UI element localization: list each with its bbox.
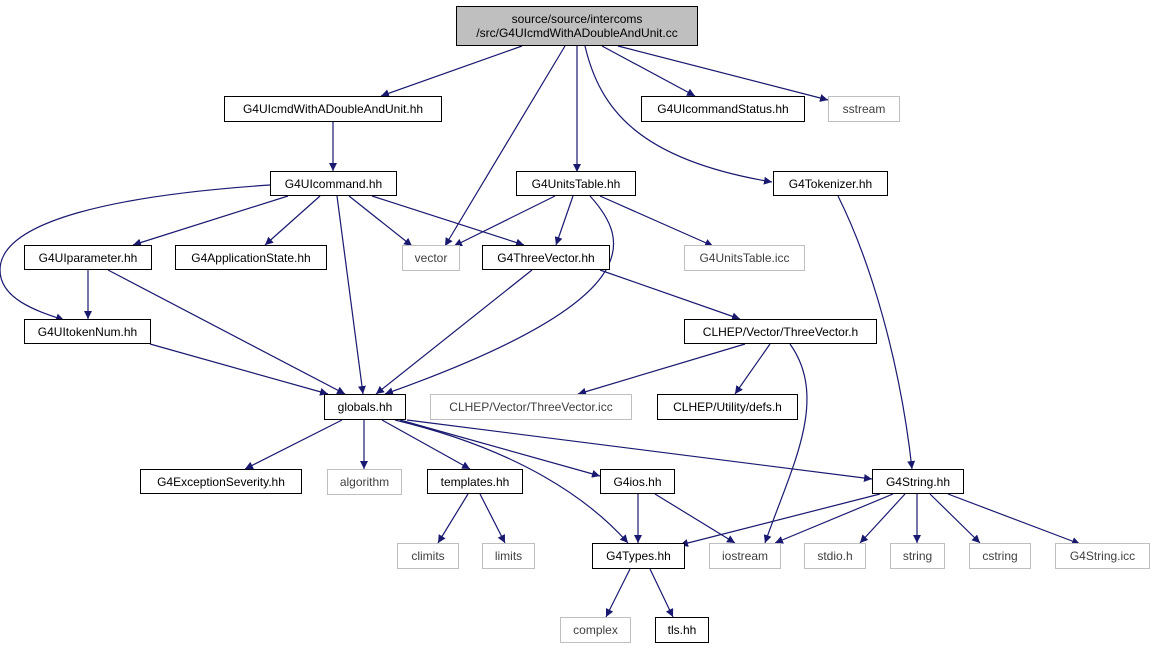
node-g4string-icc: G4String.icc [1055, 543, 1150, 569]
edge-g4string-to-cstring [929, 493, 981, 544]
edge-globals-to-g4exceptionseverity [244, 419, 343, 470]
edge-g4tokenizer-to-g4string [837, 195, 916, 470]
node-string: string [890, 543, 945, 569]
edge-g4string-to-g4string-icc [947, 493, 1081, 545]
edge-g4types-to-complex [605, 568, 631, 618]
node-g4exceptionseverity-hh[interactable]: G4ExceptionSeverity.hh [140, 469, 302, 494]
edge-g4uicommand-to-g4uiparameter [132, 195, 289, 247]
edge-g4uicommand-to-globals [336, 195, 366, 395]
edge-clhep-threevector-to-iostream [763, 343, 808, 544]
root-path-line1: source/source/intercoms [511, 12, 643, 26]
edge-globals-to-g4ios [399, 419, 601, 478]
edge-g4unitstable-to-vector [453, 195, 556, 247]
edge-g4ios-to-iostream [654, 493, 736, 544]
node-complex: complex [560, 617, 631, 643]
node-cstring: cstring [969, 543, 1031, 569]
edge-globals-to-g4string [406, 419, 873, 482]
node-g4uicommand-hh[interactable]: G4UIcommand.hh [270, 171, 397, 196]
node-tls-hh[interactable]: tls.hh [655, 617, 709, 643]
node-g4ios-hh[interactable]: G4ios.hh [600, 469, 675, 494]
edge-clhep-threevector-to-clhep-defs [734, 343, 771, 395]
edge-root-to-vector [444, 45, 566, 247]
edge-root-to-g4tokenizer [584, 45, 773, 185]
edge-templates-to-limits [479, 493, 506, 544]
node-globals-hh[interactable]: globals.hh [324, 394, 406, 420]
edge-g4types-to-tls [649, 568, 674, 618]
node-vector: vector [402, 245, 460, 271]
node-sstream: sstream [828, 96, 900, 122]
edge-root-to-g4uicmdwithadoubleandunit [380, 45, 523, 98]
node-limits: limits [482, 543, 535, 569]
edge-g4string-to-stdio [859, 493, 906, 544]
node-g4uicommandstatus-hh[interactable]: G4UIcommandStatus.hh [641, 96, 805, 122]
node-clhep-defs-h[interactable]: CLHEP/Utility/defs.h [657, 394, 798, 420]
edge-templates-to-climits [437, 493, 469, 544]
edge-g4uitokennum-to-globals [149, 343, 329, 396]
edge-g4string-to-iostream [774, 493, 894, 544]
node-g4uitokennum-hh[interactable]: G4UItokenNum.hh [24, 319, 151, 344]
node-g4uicmdwithadoubleandunit-hh[interactable]: G4UIcmdWithADoubleAndUnit.hh [224, 96, 442, 122]
edge-g4uiparameter-to-globals [107, 269, 346, 395]
node-g4string-hh[interactable]: G4String.hh [872, 469, 964, 494]
node-templates-hh[interactable]: templates.hh [427, 469, 523, 494]
edge-g4uicommand-to-g4uitokennum [0, 184, 271, 322]
node-g4unitstable-hh[interactable]: G4UnitsTable.hh [516, 171, 636, 196]
node-clhep-threevector-icc: CLHEP/Vector/ThreeVector.icc [430, 394, 632, 420]
node-root-source-file: source/source/intercoms /src/G4UIcmdWith… [456, 6, 698, 46]
root-path-line2: /src/G4UIcmdWithADoubleAndUnit.cc [476, 26, 678, 40]
edge-g4unitstable-to-g4unitstable-icc [599, 195, 714, 247]
edge-g4uicommand-to-g4threevector [371, 195, 525, 247]
edge-g4uicommand-to-vector [348, 195, 413, 247]
edge-clhep-threevector-to-clhep-threevector-icc [577, 343, 746, 396]
edge-g4uicommand-to-g4applicationstate [264, 195, 321, 246]
edge-globals-to-templates [381, 419, 471, 470]
node-g4applicationstate-hh[interactable]: G4ApplicationState.hh [175, 245, 327, 270]
edge-g4threevector-to-clhep-threevector [599, 269, 741, 321]
node-g4types-hh[interactable]: G4Types.hh [592, 543, 685, 569]
edge-root-to-g4uicommandstatus [601, 45, 696, 97]
edge-root-to-sstream [617, 45, 829, 102]
node-g4tokenizer-hh[interactable]: G4Tokenizer.hh [773, 171, 888, 196]
node-stdio-h: stdio.h [804, 543, 866, 569]
node-iostream: iostream [709, 543, 781, 569]
node-algorithm: algorithm [327, 469, 402, 495]
node-clhep-threevector-h[interactable]: CLHEP/Vector/ThreeVector.h [684, 319, 877, 344]
node-g4unitstable-icc: G4UnitsTable.icc [684, 245, 805, 271]
edge-g4unitstable-to-globals [384, 195, 615, 396]
node-climits: climits [397, 543, 459, 569]
edge-globals-to-g4types [394, 419, 629, 544]
edge-g4unitstable-to-g4threevector [554, 195, 574, 246]
node-g4threevector-hh[interactable]: G4ThreeVector.hh [482, 245, 610, 270]
edge-g4string-to-g4types [679, 493, 881, 547]
edge-g4threevector-to-globals [375, 269, 533, 395]
node-g4uiparameter-hh[interactable]: G4UIparameter.hh [24, 245, 152, 270]
